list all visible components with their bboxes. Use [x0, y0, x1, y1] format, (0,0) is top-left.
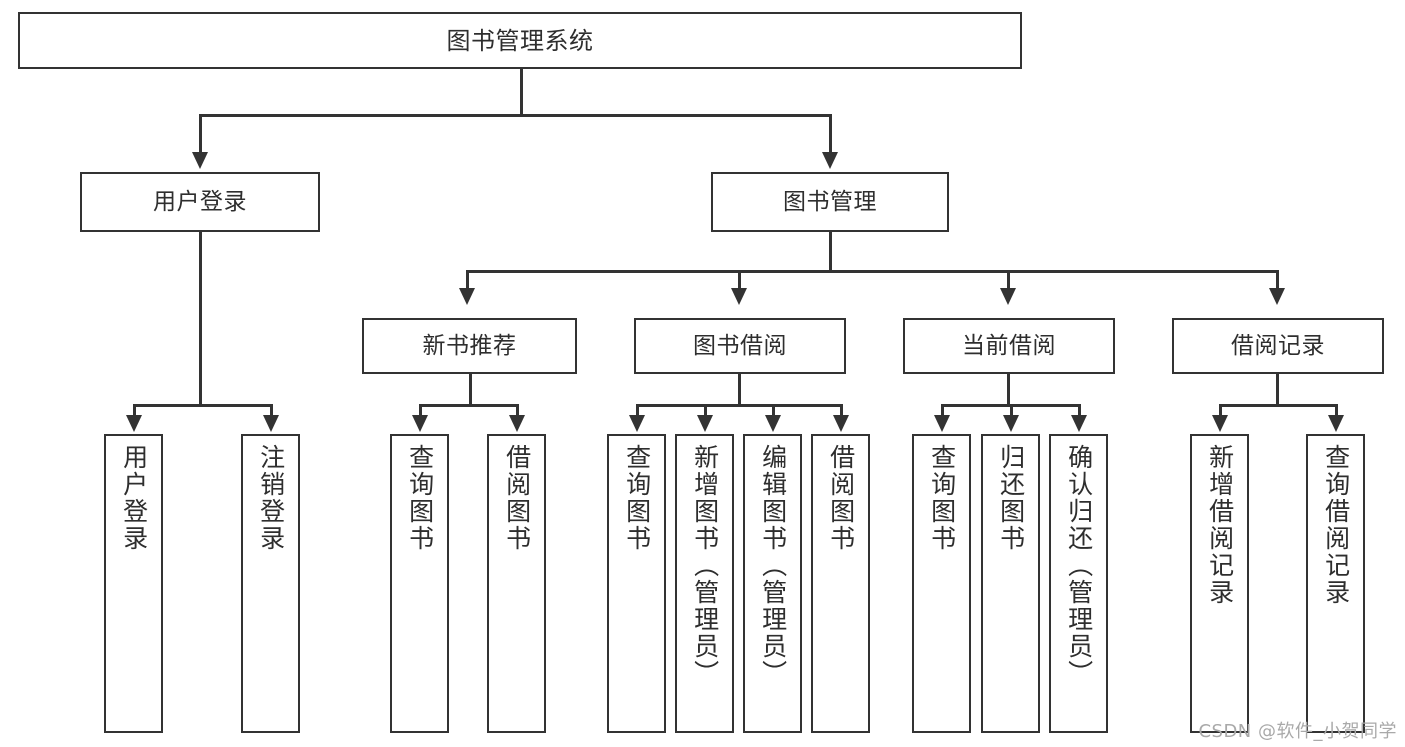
leaf-query-book-current[interactable]: 查询图书	[912, 434, 971, 733]
arrowhead-book-management	[822, 152, 838, 169]
connector-bb-leaf-4	[840, 404, 843, 418]
arrowhead-bb-leaf-3	[765, 415, 781, 432]
arrowhead-leaf-logout	[263, 415, 279, 432]
connector-cb-leaf-2	[1010, 404, 1013, 418]
node-root-book-management-system[interactable]: 图书管理系统	[18, 12, 1022, 69]
node-label: 借阅图书	[826, 444, 856, 552]
node-label: 编辑图书（管理员）	[758, 444, 788, 687]
node-label: 借阅图书	[502, 444, 532, 552]
arrowhead-cb-leaf-2	[1003, 415, 1019, 432]
leaf-query-book-recommend[interactable]: 查询图书	[390, 434, 449, 733]
node-label: 图书管理	[783, 188, 877, 215]
connector-br-leaf-2	[1335, 404, 1338, 418]
connector-user-login-bus	[133, 404, 272, 407]
node-label: 查询图书	[405, 444, 435, 552]
node-label: 新增图书（管理员）	[690, 444, 720, 687]
node-book-borrow[interactable]: 图书借阅	[634, 318, 846, 374]
node-label: 用户登录	[119, 444, 149, 552]
connector-root-to-book-management	[829, 114, 832, 156]
node-label: 归还图书	[996, 444, 1026, 552]
node-label: 用户登录	[153, 188, 247, 215]
connector-nbr-leaf-1	[419, 404, 422, 418]
connector-to-borrow-record	[1276, 270, 1279, 291]
connector-book-borrow-bus	[636, 404, 841, 407]
leaf-add-book-admin[interactable]: 新增图书（管理员）	[675, 434, 734, 733]
node-label: 新增借阅记录	[1205, 444, 1235, 606]
leaf-logout[interactable]: 注销登录	[241, 434, 300, 733]
leaf-add-borrow-record[interactable]: 新增借阅记录	[1190, 434, 1249, 733]
connector-root-to-user-login	[199, 114, 202, 156]
arrowhead-leaf-user-login	[126, 415, 142, 432]
arrowhead-br-leaf-2	[1328, 415, 1344, 432]
node-label: 确认归还（管理员）	[1064, 444, 1094, 687]
connector-to-new-book-recommend	[466, 270, 469, 291]
arrowhead-nbr-leaf-2	[509, 415, 525, 432]
connector-root-trunk	[520, 69, 523, 116]
connector-bb-leaf-2	[704, 404, 707, 418]
arrowhead-borrow-record	[1269, 288, 1285, 305]
node-current-borrow[interactable]: 当前借阅	[903, 318, 1115, 374]
connector-current-borrow-trunk	[1007, 374, 1010, 406]
node-label: 查询借阅记录	[1321, 444, 1351, 606]
connector-cb-leaf-1	[941, 404, 944, 418]
arrowhead-bb-leaf-1	[629, 415, 645, 432]
connector-br-leaf-1	[1219, 404, 1222, 418]
arrowhead-bb-leaf-4	[833, 415, 849, 432]
leaf-borrow-book[interactable]: 借阅图书	[811, 434, 870, 733]
arrowhead-nbr-leaf-1	[412, 415, 428, 432]
connector-borrow-record-bus	[1219, 404, 1337, 407]
leaf-confirm-return-admin[interactable]: 确认归还（管理员）	[1049, 434, 1108, 733]
arrowhead-br-leaf-1	[1212, 415, 1228, 432]
node-user-login[interactable]: 用户登录	[80, 172, 320, 232]
node-label: 新书推荐	[422, 332, 517, 359]
arrowhead-current-borrow	[1000, 288, 1016, 305]
connector-new-book-recommend-trunk	[469, 374, 472, 406]
node-label: 借阅记录	[1231, 332, 1325, 359]
leaf-query-borrow-record[interactable]: 查询借阅记录	[1306, 434, 1365, 733]
watermark-text: CSDN @软件_小贺同学	[1198, 721, 1397, 742]
connector-to-leaf-user-login	[133, 404, 136, 418]
leaf-user-login[interactable]: 用户登录	[104, 434, 163, 733]
connector-nbr-leaf-2	[516, 404, 519, 418]
connector-user-login-trunk	[199, 232, 202, 406]
connector-to-current-borrow	[1007, 270, 1010, 291]
arrowhead-cb-leaf-3	[1071, 415, 1087, 432]
node-borrow-record[interactable]: 借阅记录	[1172, 318, 1384, 374]
leaf-borrow-book-recommend[interactable]: 借阅图书	[487, 434, 546, 733]
arrowhead-new-book-recommend	[459, 288, 475, 305]
node-label: 查询图书	[622, 444, 652, 552]
node-label: 当前借阅	[962, 332, 1056, 359]
node-label: 图书借阅	[693, 332, 787, 359]
node-new-book-recommend[interactable]: 新书推荐	[362, 318, 577, 374]
connector-book-management-bus	[466, 270, 1278, 273]
leaf-edit-book-admin[interactable]: 编辑图书（管理员）	[743, 434, 802, 733]
arrowhead-book-borrow	[731, 288, 747, 305]
arrowhead-cb-leaf-1	[934, 415, 950, 432]
node-book-management[interactable]: 图书管理	[711, 172, 949, 232]
node-label: 查询图书	[927, 444, 957, 552]
connector-to-book-borrow	[738, 270, 741, 291]
connector-book-management-trunk	[829, 232, 832, 272]
connector-book-borrow-trunk	[738, 374, 741, 406]
connector-root-bus	[199, 114, 832, 117]
node-label: 图书管理系统	[446, 26, 594, 55]
leaf-return-book[interactable]: 归还图书	[981, 434, 1040, 733]
arrowhead-user-login	[192, 152, 208, 169]
arrowhead-bb-leaf-2	[697, 415, 713, 432]
node-label: 注销登录	[256, 444, 286, 552]
connector-bb-leaf-1	[636, 404, 639, 418]
connector-new-book-recommend-bus	[419, 404, 518, 407]
leaf-query-book-borrow[interactable]: 查询图书	[607, 434, 666, 733]
connector-to-leaf-logout	[270, 404, 273, 418]
connector-borrow-record-trunk	[1276, 374, 1279, 406]
connector-bb-leaf-3	[772, 404, 775, 418]
connector-cb-leaf-3	[1078, 404, 1081, 418]
